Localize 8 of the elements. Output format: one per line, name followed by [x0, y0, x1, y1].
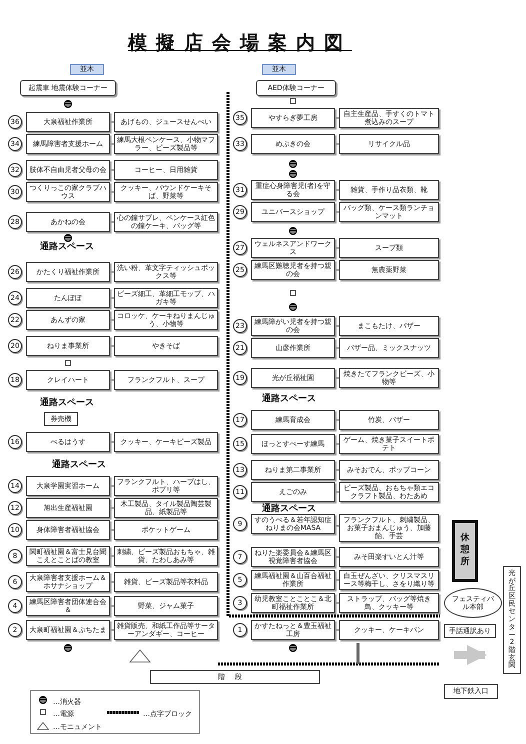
- walkway-label: 通路スペース: [52, 458, 106, 471]
- walkway-label: 通路スペース: [40, 396, 94, 409]
- title: 模擬店会場案内図: [126, 31, 353, 56]
- block-arrow: [454, 645, 487, 665]
- walkway-label: 通路スペース: [262, 502, 316, 515]
- walkway-label: 通路スペース: [262, 392, 316, 405]
- walkway-label: 通路スペース: [40, 240, 94, 253]
- rest-area-box: 休憩所: [452, 520, 478, 582]
